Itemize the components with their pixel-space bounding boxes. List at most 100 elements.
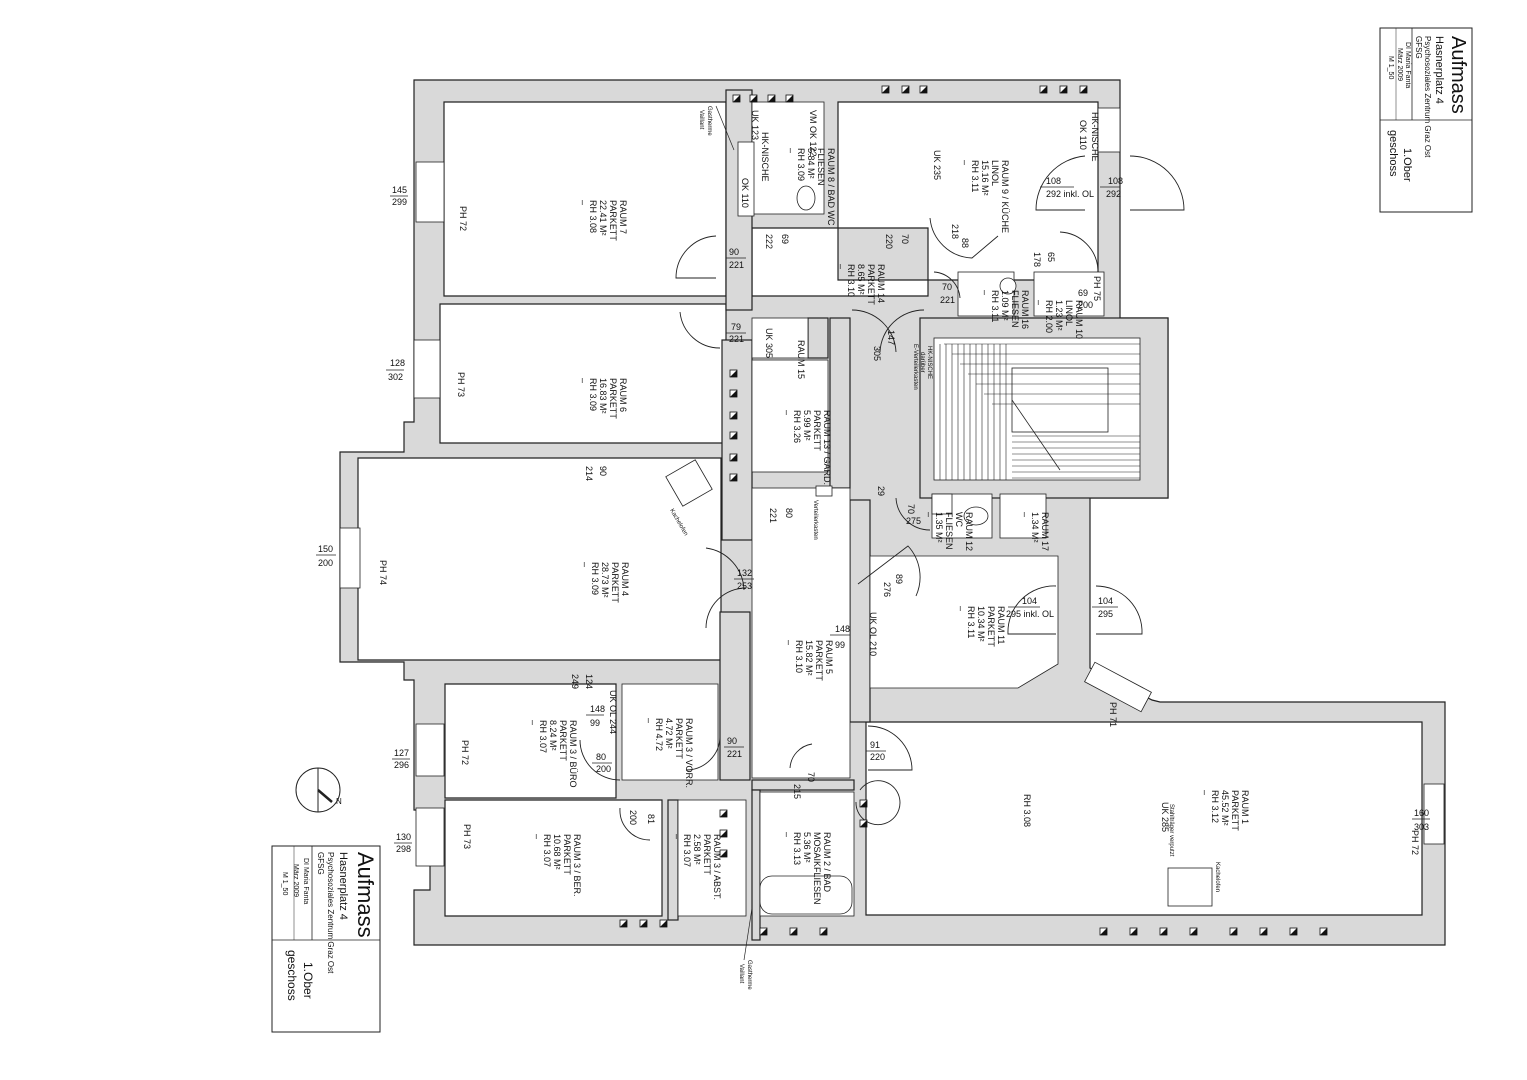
title-block-top: Aufmass Hasnerplatz 4 Psychosoziales Zen… xyxy=(1379,27,1473,213)
room-raum11: RAUM 11PARKETT10.34 M²RH 3.11– xyxy=(956,606,1006,647)
dim-d276: 276 xyxy=(882,582,892,597)
room-line: PARKETT xyxy=(986,606,996,647)
room-line: RH 2.00 xyxy=(1044,300,1054,333)
window-raum1 xyxy=(1423,783,1445,845)
dim-d214: 214 xyxy=(584,466,594,481)
room-line: 4.72 M² xyxy=(664,718,674,749)
dim-d305: 305 xyxy=(872,346,882,361)
outer-wall-main xyxy=(339,79,1446,946)
door-raum3a xyxy=(685,735,721,771)
room-line: 10.68 M² xyxy=(552,834,562,870)
room-line: MOSAIKFLIESEN xyxy=(812,832,822,905)
tb-top-floor2: geschoss xyxy=(1387,130,1399,177)
tb-bottom-date: März 2009 xyxy=(292,864,299,897)
room-line: 2.58 M² xyxy=(692,834,702,865)
room-dash: – xyxy=(580,562,590,567)
room-line: 16.83 M² xyxy=(598,378,608,414)
door-raum3c xyxy=(619,807,651,841)
room-dash: – xyxy=(528,720,538,725)
label-e-verteiler: E-Verteilerkasten xyxy=(912,344,918,390)
window-raum3ber xyxy=(415,807,445,867)
room-dash: – xyxy=(924,512,934,517)
room-line: RAUM 9 / KÜCHE xyxy=(1000,160,1010,233)
wall-block-9 xyxy=(667,799,679,921)
tb-bottom-scale: M 1_50 xyxy=(281,872,288,895)
dim-w1: 160 xyxy=(1414,808,1429,818)
fill-raum17 xyxy=(999,493,1047,539)
label-uk-305: UK 305 xyxy=(764,328,774,358)
room-line: RAUM 3 / ABST. xyxy=(712,834,722,900)
dim-d99a: 99 xyxy=(835,640,845,650)
label-darueber: darüber xyxy=(919,352,925,373)
room-line: FLIESEN xyxy=(944,512,954,550)
label-vaillant-2: Vaillant xyxy=(738,964,744,984)
verteilerkasten-box xyxy=(815,485,833,497)
walls xyxy=(339,79,1446,946)
room-line: 5.84 M² xyxy=(806,148,816,179)
room-line: RH 3.08 xyxy=(588,200,598,233)
room-line: 1.09 M² xyxy=(1000,290,1010,321)
room-dash: – xyxy=(1034,300,1044,305)
room-raum1b: RH 3.08 xyxy=(1022,794,1032,827)
radiator-markers xyxy=(619,85,1328,936)
dim-d79b: 221 xyxy=(729,334,744,344)
dim-w4: 150 xyxy=(318,544,333,554)
room-line: PARKETT xyxy=(702,834,712,875)
dim-w7b: 299 xyxy=(392,197,407,207)
dim-d69b: 222 xyxy=(764,234,774,249)
room-line: RH 3.11 xyxy=(970,160,980,192)
room-raum7: RAUM 7PARKETT22.41 M²RH 3.08– xyxy=(578,200,628,241)
room-line: RAUM 17 xyxy=(1040,512,1050,551)
tb-top-org: GFSG xyxy=(1414,36,1423,59)
room-line: RAUM 12 xyxy=(964,512,974,551)
dim-d70c: 70 xyxy=(906,504,916,514)
room-dash: – xyxy=(960,160,970,165)
dim-d178: 178 xyxy=(1032,252,1042,267)
window-raum4 xyxy=(339,527,361,589)
room-line: PARKETT xyxy=(558,720,568,761)
room-line: RH 3.09 xyxy=(590,562,600,595)
room-dash: – xyxy=(784,640,794,645)
room-line: RH 3.13 xyxy=(792,832,802,865)
dim-w6: 128 xyxy=(390,358,405,368)
room-raum1: RAUM 1PARKETT45.52 M²RH 3.12– xyxy=(1200,790,1250,831)
dim-d88: 88 xyxy=(960,238,970,248)
dim-d200c: 200 xyxy=(628,810,638,825)
dim-d79: 79 xyxy=(731,322,741,332)
stair-well xyxy=(933,337,1141,481)
label-verteilerkasten: Verteilerkasten xyxy=(812,500,818,540)
tb-bottom-address: Hasnerplatz 4 xyxy=(337,852,349,920)
room-raum17: RAUM 171.34 M²– xyxy=(1020,512,1050,551)
room-line: RH 3.26 xyxy=(792,410,802,443)
window-raum7 xyxy=(415,161,445,223)
room-line: 10.34 M² xyxy=(976,606,986,642)
dim-d99b: 99 xyxy=(590,718,600,728)
wall-block-7 xyxy=(849,499,871,723)
label-kachelofen-2: Kachelofen xyxy=(1214,862,1220,892)
label-uk-285: UK 285 xyxy=(1160,802,1170,832)
door-raum11a xyxy=(1007,585,1057,635)
room-dash: – xyxy=(1200,790,1210,795)
dim-d200: 200 xyxy=(1078,300,1093,310)
room-raum16: RAUM 16FLIESEN1.09 M²RH 3.11– xyxy=(980,290,1030,329)
dim-d70a: 70 xyxy=(900,234,910,244)
room-line: LINOL xyxy=(1064,300,1074,326)
label-hk-nische-3: HK-NISCHE xyxy=(926,346,932,379)
dim-w3b: 130 xyxy=(396,832,411,842)
label-vm-ok: VM OK 122 xyxy=(808,110,818,157)
room-line: RAUM 14 xyxy=(876,264,886,303)
label-gastherme-1: Gastherme xyxy=(706,106,712,136)
tb-bottom-floor1: 1.Ober xyxy=(301,962,315,999)
wall-block-3 xyxy=(719,611,751,781)
dim-d147: 147 xyxy=(886,330,896,345)
dim-d104b: 104 xyxy=(1098,596,1113,606)
dim-d218: 218 xyxy=(950,224,960,239)
label-ph73-a: PH 73 xyxy=(456,372,466,397)
door-raum1 xyxy=(867,725,913,771)
room-line: RAUM 6 xyxy=(618,378,628,412)
dim-d249: 249 xyxy=(570,674,580,689)
room-dash: – xyxy=(980,290,990,295)
room-raum3ber: RAUM 3 / BER.PARKETT10.68 M²RH 3.07– xyxy=(532,834,582,897)
dim-d215: 215 xyxy=(792,784,802,799)
label-ph72-b: PH 72 xyxy=(460,740,470,765)
